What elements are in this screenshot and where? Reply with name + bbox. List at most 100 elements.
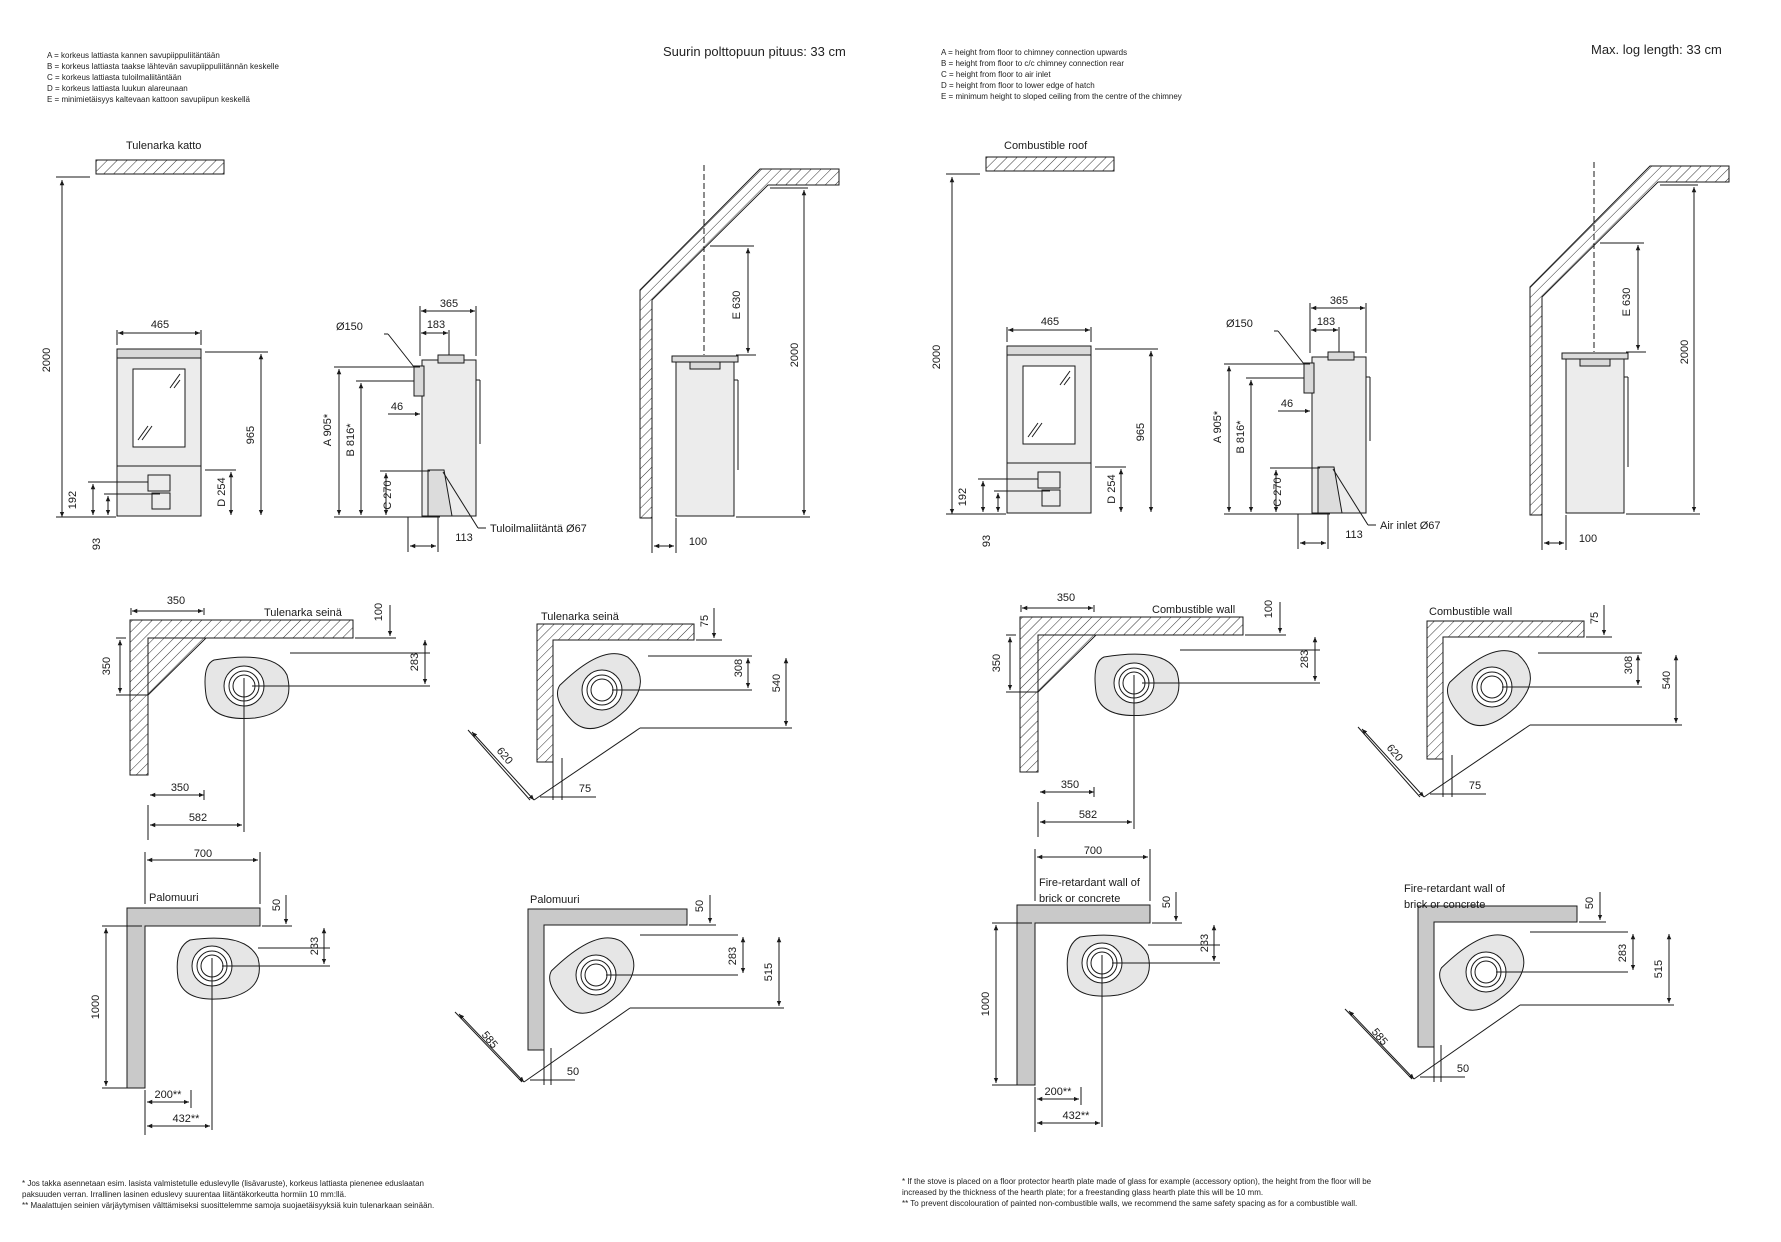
footnotes-left: * Jos takka asennetaan esim. lasista val… <box>22 1178 434 1211</box>
dim-75-c2b: 75 <box>579 783 591 795</box>
side-view <box>334 306 486 552</box>
dim-2000: 2000 <box>931 345 943 369</box>
dim-50-f1: 50 <box>271 899 283 911</box>
dim-75-c2: 75 <box>699 615 711 627</box>
dim-50-f2: 50 <box>1584 897 1596 909</box>
dim-100: 100 <box>689 536 707 548</box>
dim-192: 192 <box>67 491 79 509</box>
legend-item-c: C = korkeus lattiasta tuloilmaliitäntään <box>47 73 182 82</box>
footnote-1: * If the stove is placed on a floor prot… <box>902 1177 1372 1186</box>
dim-308: 308 <box>1623 656 1635 674</box>
footnote-1-cont: increased by the thickness of the hearth… <box>902 1188 1264 1197</box>
footnote-2: ** Maalattujen seinien värjäytymisen väl… <box>22 1201 435 1210</box>
fire-wall-label-a1: Fire-retardant wall of <box>1039 877 1141 889</box>
dim-192: 192 <box>957 488 969 506</box>
dim-flue-150: Ø150 <box>1226 318 1253 330</box>
wall-label-b: Combustible wall <box>1429 606 1512 618</box>
dim-50-f2b: 50 <box>1457 1063 1469 1075</box>
dim-c270: C 270 <box>1272 477 1284 506</box>
legend-left: A = korkeus lattiasta kannen savupiippul… <box>47 50 279 105</box>
dim-a905: A 905* <box>322 413 334 446</box>
sloped-roof-view <box>639 165 840 553</box>
flue-collar <box>437 354 465 364</box>
dim-46: 46 <box>1281 398 1293 410</box>
dim-233: 233 <box>309 937 321 955</box>
dim-113: 113 <box>1345 529 1363 541</box>
legend-item-e: E = minimum height to sloped ceiling fro… <box>941 92 1182 101</box>
dim-50-f2: 50 <box>694 900 706 912</box>
dim-200: 200** <box>1045 1086 1073 1098</box>
legend-item-a: A = height from floor to chimney connect… <box>941 48 1128 57</box>
dim-75-c2b: 75 <box>1469 780 1481 792</box>
dim-1000: 1000 <box>980 992 992 1016</box>
dim-540: 540 <box>1661 671 1673 689</box>
dim-515: 515 <box>1653 960 1665 978</box>
dim-93: 93 <box>981 535 993 547</box>
dim-283-f2: 283 <box>1617 944 1629 962</box>
dim-93: 93 <box>91 538 103 550</box>
dim-465: 465 <box>1041 316 1059 328</box>
legend-right: A = height from floor to chimney connect… <box>941 47 1182 102</box>
dim-582: 582 <box>1079 809 1097 821</box>
fire-wall-label-b1: Fire-retardant wall of <box>1404 883 1506 895</box>
corner-combustible-90 <box>116 605 430 840</box>
dim-50-f2b: 50 <box>567 1066 579 1078</box>
dim-965: 965 <box>245 426 257 444</box>
dim-2000-slope: 2000 <box>789 343 801 367</box>
dim-620: 620 <box>494 745 515 767</box>
dim-350-side: 350 <box>101 657 113 675</box>
corner-combustible-45 <box>467 608 792 801</box>
fire-wall-label-a1: Palomuuri <box>149 892 199 904</box>
dim-75-c2: 75 <box>1589 612 1601 624</box>
dim-50-f1: 50 <box>1161 896 1173 908</box>
dim-432: 432** <box>1063 1110 1091 1122</box>
dim-200: 200** <box>155 1089 183 1101</box>
dim-100: 100 <box>1579 533 1597 545</box>
dim-283-c1: 283 <box>1299 650 1311 668</box>
legend-item-d: D = korkeus lattiasta luukun alareunaan <box>47 84 188 93</box>
dim-183: 183 <box>427 319 445 331</box>
drawing-panel: Tulenarka katto 2000 465 965 D 254 192 9… <box>41 140 840 1135</box>
dim-e630: E 630 <box>1621 288 1633 317</box>
footnote-1-cont: paksuuden verran. Irrallinen lasinen edu… <box>22 1190 347 1199</box>
dim-620: 620 <box>1384 742 1405 764</box>
dim-c270: C 270 <box>382 480 394 509</box>
log-length-left: Suurin polttopuun pituus: 33 cm <box>663 44 846 59</box>
footnote-2: ** To prevent discolouration of painted … <box>902 1199 1358 1208</box>
dim-d254: D 254 <box>1106 474 1118 503</box>
dim-283-c1: 283 <box>409 653 421 671</box>
stove-glass <box>132 368 186 448</box>
dim-350-bottom: 350 <box>1061 779 1079 791</box>
dim-308: 308 <box>733 659 745 677</box>
dim-350-top: 350 <box>167 595 185 607</box>
dim-b816: B 816* <box>345 423 357 457</box>
ash-hatch <box>147 474 171 492</box>
dim-183: 183 <box>1317 316 1335 328</box>
dim-582: 582 <box>189 812 207 824</box>
roof-label: Tulenarka katto <box>126 140 201 152</box>
roof-label: Combustible roof <box>1004 140 1088 152</box>
dim-465: 465 <box>151 319 169 331</box>
dim-100-c1: 100 <box>1263 600 1275 618</box>
legend-item-d: D = height from floor to lower edge of h… <box>941 81 1095 90</box>
dim-d254: D 254 <box>216 477 228 506</box>
dim-2000-slope: 2000 <box>1679 340 1691 364</box>
dim-e630: E 630 <box>731 291 743 320</box>
dim-515: 515 <box>763 963 775 981</box>
legend-item-e: E = minimietäisyys kaltevaan kattoon sav… <box>47 95 250 104</box>
dim-540: 540 <box>771 674 783 692</box>
dim-46: 46 <box>391 401 403 413</box>
air-inlet-label: Tuloilmaliitäntä Ø67 <box>490 523 587 535</box>
legend-item-b: B = height from floor to c/c chimney con… <box>941 59 1124 68</box>
roof-hatch <box>95 159 225 175</box>
dim-365: 365 <box>440 298 458 310</box>
footnotes-right: * If the stove is placed on a floor prot… <box>902 1176 1371 1209</box>
dim-100-c1: 100 <box>373 603 385 621</box>
dim-flue-150: Ø150 <box>336 321 363 333</box>
dim-350-side: 350 <box>991 654 1003 672</box>
wall-label-a: Tulenarka seinä <box>264 607 343 619</box>
fire-wall-label-b2: brick or concrete <box>1404 899 1485 911</box>
legend-item-c: C = height from floor to air inlet <box>941 70 1051 79</box>
corner-firewall-90 <box>102 852 330 1135</box>
